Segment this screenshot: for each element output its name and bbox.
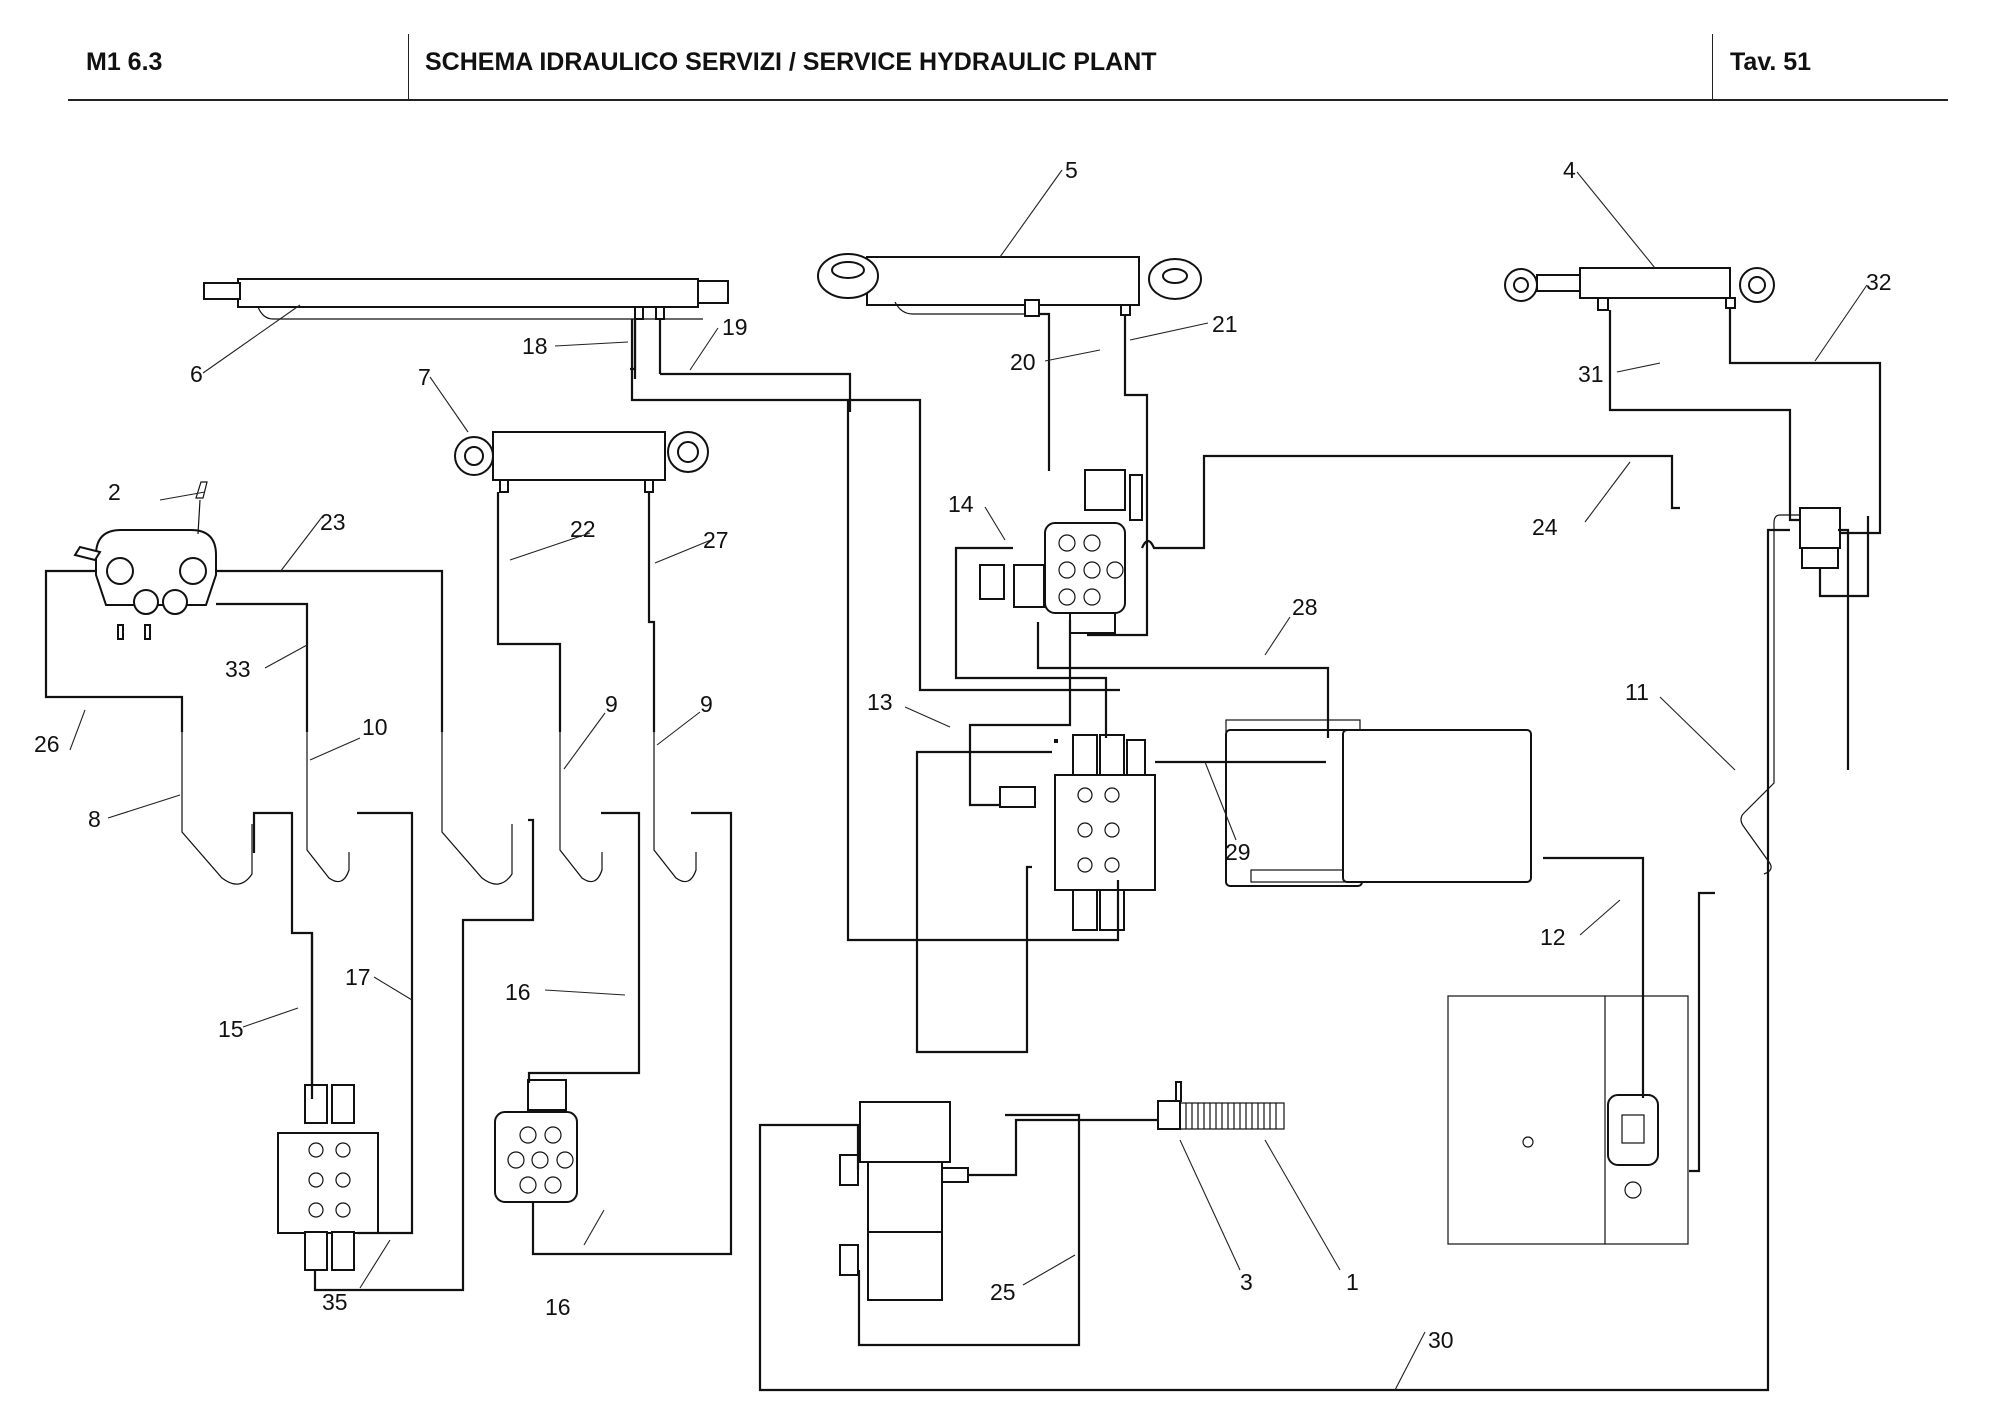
header-divider (408, 34, 409, 100)
callout-10: 10 (362, 714, 388, 740)
callout-32: 32 (1866, 269, 1892, 295)
steering-valve (1740, 507, 1841, 875)
drawing-code: M1 6.3 (86, 48, 163, 76)
callout-4: 4 (1563, 157, 1576, 183)
callout-13: 13 (867, 689, 893, 715)
hydraulic-tank (1447, 995, 1689, 1245)
solenoid-valve-bank-15 (277, 1084, 379, 1271)
callout-33: 33 (225, 656, 251, 682)
cylinder-7 (454, 431, 709, 493)
callout-18: 18 (522, 333, 548, 359)
callout-16a: 16 (505, 979, 531, 1005)
cylinder-4 (1504, 267, 1775, 311)
callout-2: 2 (108, 479, 121, 505)
drawing-title: SCHEMA IDRAULICO SERVIZI / SERVICE HYDRA… (425, 48, 1157, 76)
callout-6: 6 (190, 361, 203, 387)
callout-3: 3 (1240, 1269, 1253, 1295)
callout-9b: 9 (700, 691, 713, 717)
solenoid-valve-bank-13 (999, 734, 1156, 931)
callout-20: 20 (1010, 349, 1036, 375)
callout-27: 27 (703, 527, 729, 553)
callout-22: 22 (570, 516, 596, 542)
callout-17: 17 (345, 964, 371, 990)
gear-pump (839, 1101, 969, 1301)
header-rule (68, 99, 1948, 101)
callout-26: 26 (34, 731, 60, 757)
callout-30: 30 (1428, 1327, 1454, 1353)
joystick-valve-2 (73, 481, 217, 640)
callout-23: 23 (320, 509, 346, 535)
callout-12: 12 (1540, 924, 1566, 950)
callout-24: 24 (1532, 514, 1558, 540)
hydraulic-lines (44, 308, 1882, 1392)
callout-1: 1 (1346, 1269, 1359, 1295)
callout-19: 19 (722, 314, 748, 340)
callout-9a: 9 (605, 691, 618, 717)
header-divider (1712, 34, 1713, 100)
callout-7: 7 (418, 364, 431, 390)
callout-25: 25 (990, 1279, 1016, 1305)
callout-16b: 16 (545, 1294, 571, 1320)
oil-cooler-body (1342, 729, 1532, 883)
leader-lines (69, 169, 1868, 1391)
table-number: Tav. 51 (1730, 48, 1812, 76)
cylinder-5 (817, 253, 1202, 317)
callout-14: 14 (948, 491, 974, 517)
callout-8: 8 (88, 806, 101, 832)
callout-15: 15 (218, 1016, 244, 1042)
callout-28: 28 (1292, 594, 1318, 620)
callout-11: 11 (1625, 679, 1649, 705)
cylinder-6 (203, 278, 729, 320)
callout-31: 31 (1578, 361, 1604, 387)
callout-21: 21 (1212, 311, 1238, 337)
callout-35: 35 (322, 1289, 348, 1315)
directional-valve-14 (979, 469, 1143, 634)
callout-29: 29 (1225, 839, 1251, 865)
oil-cooler (1225, 719, 1386, 887)
suction-hose-1 (1157, 1081, 1285, 1130)
callout-labels: 1 2 3 4 5 6 7 8 9 9 10 11 12 13 14 15 16… (34, 157, 1892, 1353)
directional-valve-16 (494, 1079, 578, 1203)
callout-5: 5 (1065, 157, 1078, 183)
